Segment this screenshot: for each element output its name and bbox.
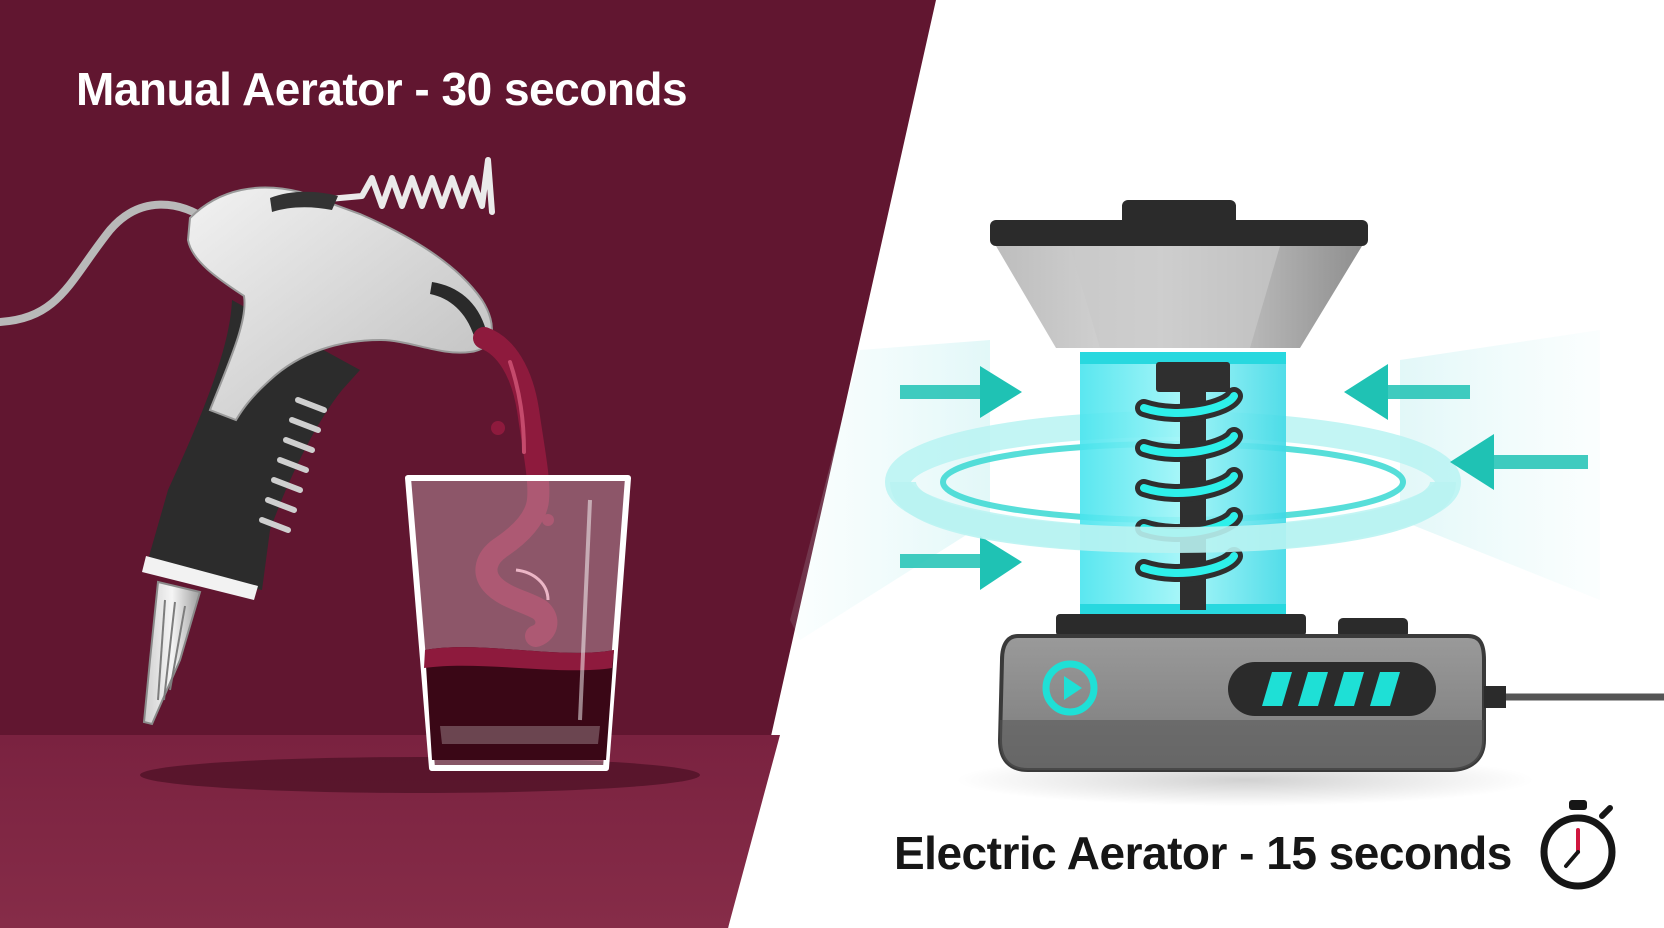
arrow-right-icon xyxy=(900,536,1022,590)
level-bar xyxy=(1370,672,1400,706)
hopper-highlight xyxy=(1070,246,1280,348)
electric-aerator-title: Electric Aerator - 15 seconds xyxy=(894,827,1512,879)
stream-highlight xyxy=(508,360,526,454)
level-bar xyxy=(1262,672,1292,706)
glass-wine xyxy=(425,647,614,760)
manual-panel xyxy=(0,0,936,928)
arrow-left-icon xyxy=(1344,364,1470,420)
manual-spout xyxy=(430,282,486,336)
corkscrew xyxy=(315,157,495,215)
power-icon[interactable] xyxy=(1042,660,1098,716)
wine-pour-stream xyxy=(473,327,558,647)
level-indicator xyxy=(1262,672,1400,706)
arrow-right-icon xyxy=(900,366,1022,418)
cord-plug xyxy=(1484,686,1506,708)
manual-floor-shadow xyxy=(140,757,700,793)
device-base-top xyxy=(1056,614,1306,636)
manual-grip xyxy=(148,300,360,590)
manual-top-button xyxy=(270,191,338,212)
glass-reflection xyxy=(440,726,600,744)
chamber-top-rim xyxy=(1080,352,1286,364)
manual-cord xyxy=(0,200,214,326)
device-lid xyxy=(990,220,1368,246)
grip-trim xyxy=(142,556,258,600)
stopwatch-icon xyxy=(1540,800,1616,890)
manual-aerator-device xyxy=(0,157,558,726)
electric-aerator-device xyxy=(890,200,1664,772)
device-lid-knob xyxy=(1122,200,1236,226)
orbit-ring-front xyxy=(890,479,1456,554)
manual-aerator-title: Manual Aerator - 30 seconds xyxy=(76,63,688,115)
airflow-arrows xyxy=(900,364,1588,590)
nozzle-lines xyxy=(157,599,186,701)
level-bar xyxy=(1334,672,1364,706)
device-side-button xyxy=(1338,618,1408,638)
base-bottom-shade xyxy=(1000,720,1484,770)
wine-droplet xyxy=(542,514,554,526)
glass-shine xyxy=(578,499,592,721)
spiral-top-cap xyxy=(1156,362,1230,392)
manual-body xyxy=(186,186,493,422)
grip-ridges xyxy=(259,397,327,533)
arrow-left-icon xyxy=(1450,434,1588,490)
level-display xyxy=(1228,662,1436,716)
level-bar xyxy=(1298,672,1328,706)
stream-swirl xyxy=(515,568,550,601)
wine-glass xyxy=(405,475,631,771)
wine-droplet xyxy=(491,421,505,435)
glass-wine-surface xyxy=(424,647,614,671)
